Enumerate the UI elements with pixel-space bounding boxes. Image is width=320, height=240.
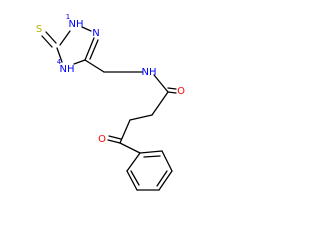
atom-label-amide-o: O — [177, 86, 185, 97]
atom-label-s: S — [36, 24, 42, 35]
atom-label-amide-nh: NH — [142, 67, 157, 78]
bond-nh-carbonyl — [153, 74, 169, 93]
atom-label-n1: NH — [69, 19, 84, 30]
bond-c3-n4 — [73, 59, 86, 65]
bond-carbonyl-ch2a — [151, 91, 169, 116]
bond-ph-inner-c — [130, 170, 140, 186]
bond-ch2a-ch2b — [129, 114, 153, 121]
bond-ph-1-2 — [139, 150, 163, 154]
bond-ketone-phenyl — [119, 142, 141, 154]
atom-label-n1-locant: 1 — [66, 13, 70, 21]
atom-label-n4-locant: 4 — [57, 58, 62, 66]
bond-n4-c5 — [56, 47, 63, 63]
bond-ph-5-6 — [126, 170, 138, 191]
bond-ph-inner-b — [156, 170, 168, 187]
bond-ch2b-ketone — [119, 119, 131, 144]
bond-n2-c3-b — [89, 39, 99, 60]
atom-label-ketone-o: O — [98, 134, 106, 145]
bond-layer — [41, 26, 177, 191]
bond-c5-n1 — [59, 30, 71, 46]
bond-ph-3-4 — [158, 170, 173, 191]
bond-ph-inner-a — [143, 155, 161, 158]
atom-label-n2: N — [92, 28, 99, 39]
bond-ph-6-1 — [126, 152, 141, 172]
bond-c5-s-double-b — [41, 35, 53, 48]
bond-n1-n2 — [81, 26, 92, 32]
bond-amide-co-b — [167, 87, 177, 90]
atom-label-n4: NH — [60, 64, 75, 75]
atom-label-layer: S NH 1 N NH 4 NH O O — [36, 13, 185, 145]
bond-c3-ch2 — [84, 59, 105, 73]
bond-n2-c3-a — [84, 37, 95, 61]
bond-ph-2-3 — [161, 150, 173, 172]
chemical-structure-diagram: S NH 1 N NH 4 NH O O — [36, 13, 185, 191]
bond-c5-s-double-a — [45, 31, 57, 44]
bond-ketone-co-b — [108, 135, 122, 140]
bond-ketone-co-a — [107, 139, 121, 144]
bond-amide-co-a — [167, 91, 177, 94]
